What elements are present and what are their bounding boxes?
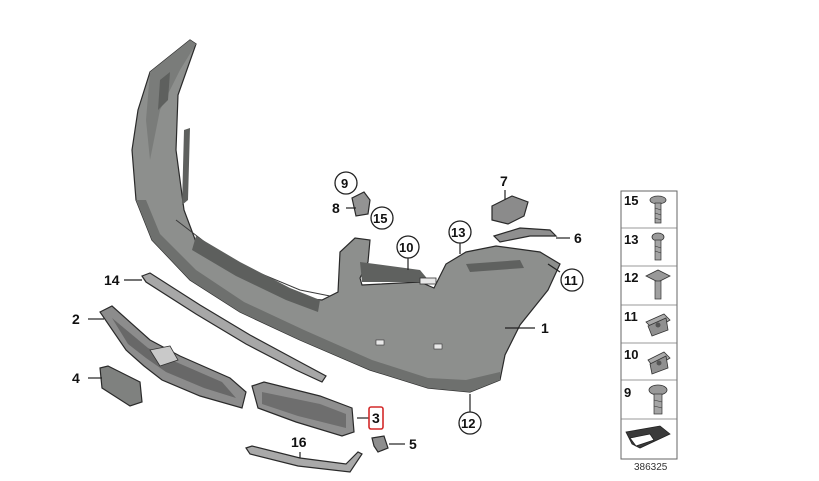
- fastener-panel: 15 13 12 11 10: [620, 190, 678, 473]
- fastener-label-15: 15: [624, 193, 638, 208]
- callout-text-9: 9: [341, 176, 348, 191]
- callout-circle-12: 12: [458, 411, 482, 435]
- screw-icon: [649, 195, 667, 224]
- fastener-label-11: 11: [624, 309, 638, 324]
- callout-label-16: 16: [291, 434, 307, 450]
- small-bracket: [371, 435, 389, 453]
- callout-text-11: 11: [564, 273, 578, 288]
- bumper-opening: [360, 262, 430, 282]
- callout-label-8: 8: [332, 200, 340, 216]
- clip-nut-icon: [645, 313, 671, 337]
- lower-trim-strip: [245, 445, 363, 473]
- callout-label-3: 3: [372, 410, 380, 426]
- callout-label-6: 6: [574, 230, 582, 246]
- expanding-rivet-icon: [645, 269, 671, 300]
- clip-nut-icon-2: [647, 351, 671, 375]
- callout-text-12: 12: [461, 416, 475, 431]
- callout-text-10: 10: [399, 240, 413, 255]
- callout-circle-11: 11: [560, 268, 584, 292]
- callout-label-7: 7: [500, 173, 508, 189]
- callout-label-4: 4: [72, 370, 80, 386]
- orientation-arrow-icon: [625, 425, 671, 449]
- left-grille-frame: [99, 305, 247, 409]
- bolt-icon: [651, 232, 665, 261]
- front-bumper-cover: [131, 39, 561, 393]
- callout-text-15: 15: [373, 211, 387, 226]
- flange-screw-icon: [648, 384, 668, 415]
- callout-label-1: 1: [541, 320, 549, 336]
- upper-bracket: [351, 191, 371, 217]
- highlight-box-3: [368, 406, 384, 430]
- fastener-label-13: 13: [624, 232, 638, 247]
- reference-number: 386325: [634, 462, 668, 473]
- callout-circle-9: 9: [334, 171, 358, 195]
- callout-circle-10: 10: [396, 235, 420, 259]
- bumper-mounting-rail: [192, 236, 320, 312]
- side-trim-piece: [492, 227, 558, 243]
- side-cover-panel: [99, 365, 143, 407]
- mounting-bracket: [491, 195, 529, 225]
- fastener-label-9: 9: [624, 385, 631, 400]
- callout-label-5: 5: [409, 436, 417, 452]
- fastener-label-10: 10: [624, 347, 638, 362]
- leader-lines: [88, 190, 570, 458]
- callout-circle-13: 13: [448, 220, 472, 244]
- callout-label-14: 14: [104, 272, 120, 288]
- trim-strip: [141, 272, 327, 383]
- callout-circle-15: 15: [370, 206, 394, 230]
- bumper-upper-edge: [146, 40, 196, 160]
- callout-text-13: 13: [451, 225, 465, 240]
- center-grille: [251, 381, 355, 437]
- fastener-label-12: 12: [624, 270, 638, 285]
- callout-label-2: 2: [72, 311, 80, 327]
